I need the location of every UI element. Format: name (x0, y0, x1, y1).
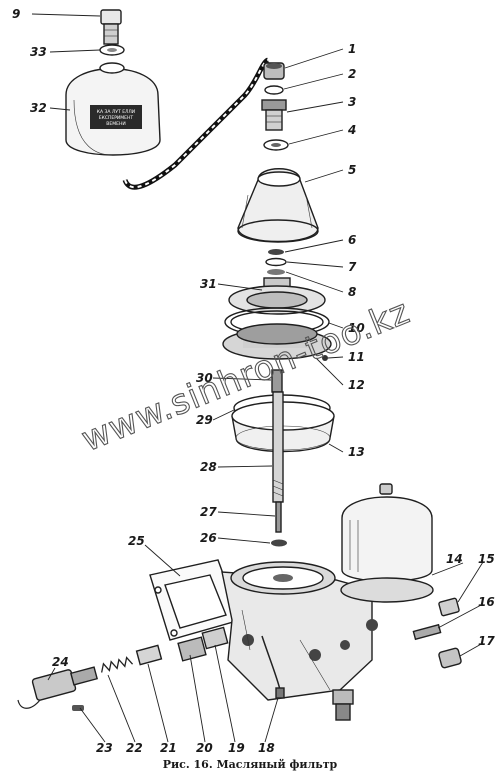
label-22: 22 (126, 741, 143, 755)
label-31: 31 (200, 277, 217, 291)
label-15: 15 (478, 552, 495, 566)
label-5: 5 (348, 163, 356, 177)
part-23-wire (17, 699, 84, 711)
label-21: 21 (160, 741, 177, 755)
part-5-rotor-cap (237, 168, 319, 243)
part-14-second-bowl (341, 483, 433, 582)
label-13: 13 (348, 445, 365, 459)
part-21-valve (135, 644, 163, 666)
part-3-fitting (261, 99, 287, 131)
label-28: 28 (200, 460, 217, 474)
part-25-gasket (149, 559, 241, 641)
label-2: 2 (348, 67, 356, 81)
part-18-pipe (261, 635, 285, 699)
part-19-plug (201, 626, 229, 650)
part-number-labels: 9 33 32 1 2 3 4 5 6 7 8 31 10 11 12 30 2… (12, 7, 495, 755)
nameplate-line-2: ЕКСПЕРИМЕНТ (99, 115, 134, 121)
part-20-sleeve (177, 636, 207, 662)
part-16-fitting (412, 623, 442, 641)
leader-lines (31, 13, 484, 743)
label-8: 8 (348, 285, 356, 299)
label-20: 20 (196, 741, 213, 755)
part-15-plug (438, 597, 460, 617)
nameplate (90, 105, 142, 129)
label-27: 27 (200, 505, 217, 519)
part-28-axle (272, 391, 284, 503)
part-27-rod (275, 501, 282, 533)
label-25: 25 (128, 534, 145, 548)
label-1: 1 (348, 42, 356, 56)
label-14: 14 (446, 552, 463, 566)
part-11-12-rotor-base (222, 323, 332, 361)
part-24-valve-body (31, 666, 99, 701)
label-18: 18 (258, 741, 275, 755)
label-30: 30 (196, 371, 213, 385)
label-11: 11 (348, 350, 365, 364)
part-2-washer (264, 85, 284, 95)
filter-body (221, 561, 434, 701)
part-22-spring (101, 656, 134, 673)
part-31-rotor-body (228, 277, 326, 315)
label-12: 12 (348, 378, 365, 392)
label-7: 7 (348, 260, 357, 274)
label-10: 10 (348, 321, 365, 335)
label-32: 32 (30, 101, 47, 115)
label-16: 16 (478, 595, 495, 609)
figure-caption: Рис. 16. Масляный фильтр (163, 758, 338, 771)
part-9-bolt (100, 9, 122, 45)
part-33-washer (99, 44, 125, 56)
part-17-plug (438, 647, 462, 669)
part-6-7-8-small-parts (265, 249, 287, 275)
label-19: 19 (228, 741, 245, 755)
part-drain-plug (332, 689, 354, 721)
part-32-filter-cap: КА ЗА ЛУТ ЕЛЛИ ЕКСПЕРИМЕНТ ВЕМЕНИ (65, 62, 161, 156)
label-9: 9 (12, 7, 20, 21)
label-3: 3 (348, 95, 356, 109)
label-6: 6 (348, 233, 356, 247)
part-1-nut (263, 62, 285, 80)
nameplate-line-3: ВЕМЕНИ (106, 121, 125, 127)
label-29: 29 (196, 413, 213, 427)
part-4-seal-ring (263, 139, 289, 151)
label-26: 26 (200, 531, 217, 545)
label-33: 33 (30, 45, 47, 59)
part-26-ring (271, 539, 287, 547)
label-23: 23 (96, 741, 113, 755)
nameplate-line-1: КА ЗА ЛУТ ЕЛЛИ (97, 109, 135, 115)
label-17: 17 (478, 634, 495, 648)
label-4: 4 (347, 123, 356, 137)
label-24: 24 (52, 655, 69, 669)
